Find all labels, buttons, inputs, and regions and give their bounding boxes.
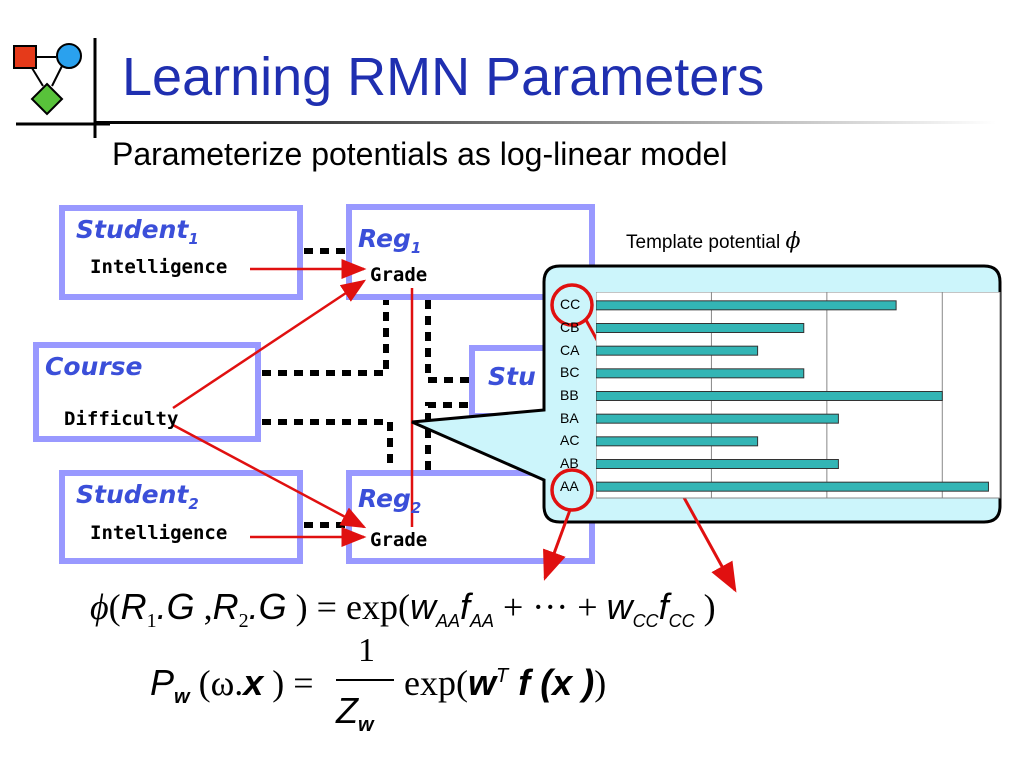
category-label-ac: AC bbox=[560, 432, 580, 449]
bar-cb bbox=[596, 323, 805, 333]
student1-box bbox=[59, 205, 303, 300]
category-label-ab: AB bbox=[560, 455, 579, 471]
category-label-cb: CB bbox=[560, 319, 580, 335]
fraction-denominator: Zw bbox=[336, 690, 374, 737]
course-box bbox=[33, 342, 261, 442]
fraction-bar bbox=[336, 679, 394, 681]
student-partial-label: Stu bbox=[488, 362, 536, 391]
reg1-attr: Grade bbox=[370, 264, 428, 286]
student2-box bbox=[59, 470, 303, 564]
bar-bb bbox=[596, 391, 943, 401]
category-label-bc: BC bbox=[560, 364, 580, 381]
fraction-numerator: 1 bbox=[358, 632, 375, 669]
student1-label: Student1 bbox=[76, 215, 199, 248]
reg1-label: Reg1 bbox=[358, 224, 422, 257]
category-label-ca: CA bbox=[560, 341, 580, 358]
slide-subtitle: Parameterize potentials as log-linear mo… bbox=[112, 136, 728, 172]
bar-ac bbox=[596, 436, 759, 447]
reg2-attr: Grade bbox=[370, 529, 428, 551]
phi-symbol: ϕ bbox=[785, 229, 801, 254]
bar-ca bbox=[596, 345, 759, 356]
bar-bc bbox=[596, 368, 805, 379]
title-underline bbox=[96, 121, 996, 124]
logo-icon bbox=[13, 38, 110, 138]
course-label: Course bbox=[45, 352, 143, 381]
formula-exp: exp(wT f (x )) bbox=[404, 662, 607, 703]
bar-ba bbox=[596, 413, 839, 424]
student1-attr: Intelligence bbox=[90, 256, 228, 278]
formula-probability: Pw (ω.x ) = bbox=[150, 662, 314, 709]
formula-phi: ϕ(R1.G ,R2.G ) = exp(wAAfAA + ··· + wCCf… bbox=[90, 586, 716, 633]
bar-cc bbox=[596, 300, 897, 311]
bar-ab bbox=[596, 459, 839, 469]
category-label-aa: AA bbox=[560, 477, 579, 494]
category-label-ba: BA bbox=[560, 409, 579, 426]
student2-label: Student2 bbox=[76, 480, 199, 513]
student2-attr: Intelligence bbox=[90, 522, 228, 544]
reg2-label: Reg2 bbox=[358, 484, 422, 517]
template-potential-chart bbox=[596, 292, 1001, 499]
category-label-cc: CC bbox=[560, 296, 581, 313]
template-potential-label: Template potential ϕ bbox=[626, 229, 801, 254]
slide-title: Learning RMN Parameters bbox=[122, 47, 765, 107]
category-label-bb: BB bbox=[560, 387, 579, 403]
course-attr: Difficulty bbox=[64, 408, 179, 430]
bar-aa bbox=[596, 481, 989, 492]
